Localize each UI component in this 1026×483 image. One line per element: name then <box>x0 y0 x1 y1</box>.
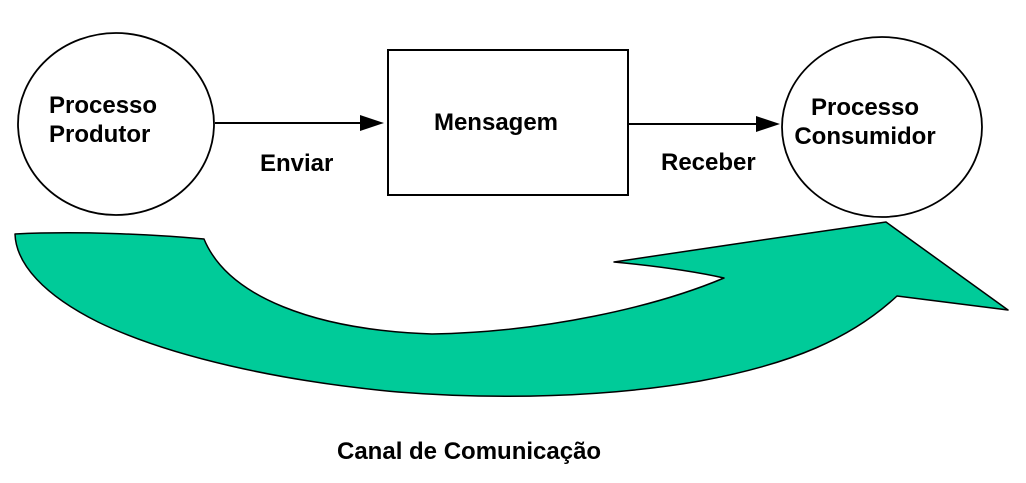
channel-arrow <box>14 221 1009 398</box>
send-edge-label: Enviar <box>260 150 334 177</box>
receive-edge-label: Receber <box>661 149 756 176</box>
message-node-label: Mensagem <box>433 109 559 136</box>
producer-node-label: Processo Produtor <box>49 92 158 148</box>
channel-caption: Canal de Comunicação <box>337 438 602 465</box>
producer-node-shape <box>17 32 215 216</box>
consumer-node-label: Processo Consumidor <box>794 94 936 150</box>
send-arrowhead-icon <box>360 115 384 131</box>
consumer-node-shape <box>781 36 983 218</box>
receive-arrowhead-icon <box>756 116 780 132</box>
message-node-shape <box>387 49 629 196</box>
